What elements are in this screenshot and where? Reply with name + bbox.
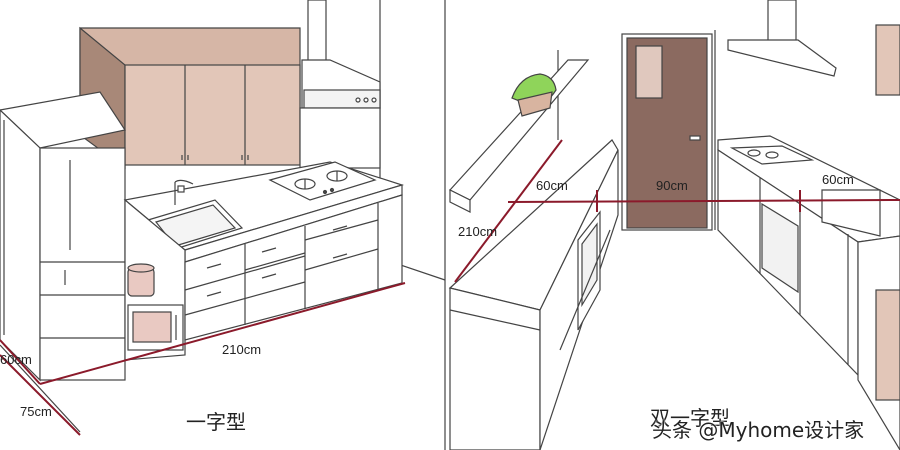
left-depth-60-dimension-label: 60cm: [0, 352, 32, 367]
watermark: 头条 @Myhome设计家: [652, 418, 865, 442]
left-layout-caption: 一字型: [186, 410, 246, 434]
right-dimension-lines: [454, 139, 900, 283]
right-aisle-dimension-label: 90cm: [656, 178, 688, 193]
left-length-dimension-label: 210cm: [222, 342, 262, 357]
right-edge-cabinet: [875, 24, 900, 401]
microwave: [127, 304, 184, 351]
left-depth-75-dimension-label: 75cm: [20, 404, 52, 419]
stove: [268, 161, 377, 201]
door: [621, 33, 713, 231]
left-kitchen-scene: [0, 0, 446, 450]
right-right-depth-dimension-label: 60cm: [822, 172, 854, 187]
rice-cooker: [127, 263, 155, 297]
upper-cabinets: [79, 26, 301, 170]
right-kitchen-scene: [448, 0, 900, 450]
left-counter-run: [448, 139, 619, 450]
right-length-dimension-label: 210cm: [458, 224, 498, 239]
left-dimension-lines: [0, 282, 406, 436]
right-left-depth-dimension-label: 60cm: [536, 178, 568, 193]
right-layout-caption: 双一字型: [650, 406, 730, 430]
tall-cabinet-fridge: [0, 91, 126, 382]
potted-plant: [511, 73, 557, 117]
right-range-hood: [727, 0, 837, 77]
